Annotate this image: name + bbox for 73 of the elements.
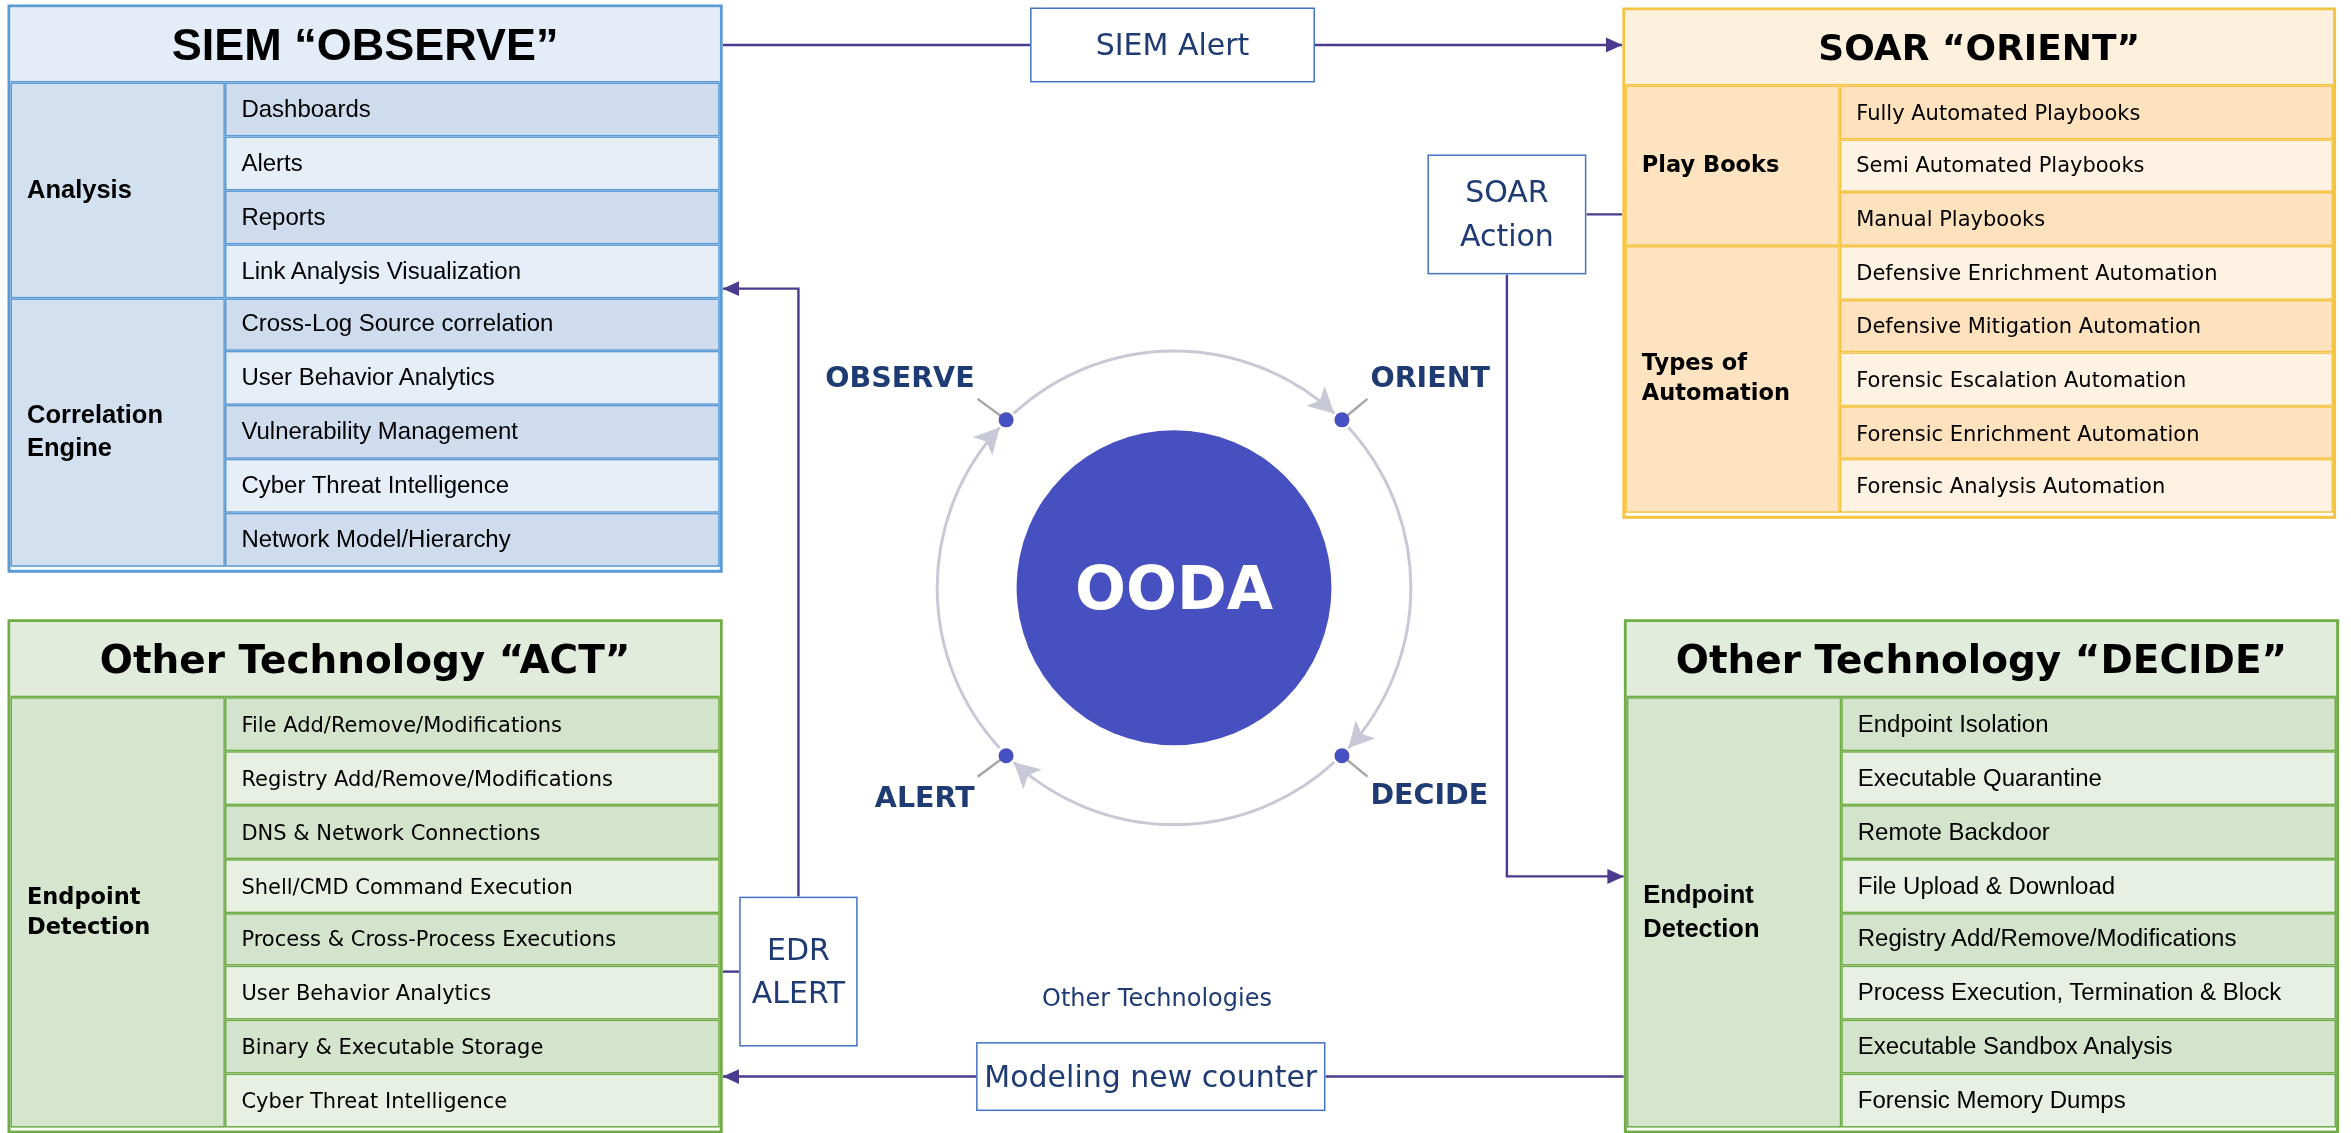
table-cell: Cyber Threat Intelligence — [224, 1073, 720, 1128]
panel-title: Other Technology “ACT” — [10, 622, 720, 698]
cycle-arrow — [1012, 349, 1336, 415]
leader-line — [976, 758, 1002, 778]
panel-title: Other Technology “DECIDE” — [1626, 622, 2337, 698]
table-cell: Forensic Escalation Automation — [1839, 352, 2334, 406]
label-box: EDR ALERT — [739, 896, 858, 1047]
table-cell: Process & Cross-Process Executions — [224, 912, 720, 967]
table-cell: Link Analysis Visualization — [224, 243, 720, 298]
table-cell: Forensic Analysis Automation — [1839, 459, 2334, 513]
table-cell: Executable Quarantine — [1841, 751, 2337, 805]
table-cell: User Behavior Analytics — [224, 351, 720, 406]
cycle-arrow — [1347, 426, 1413, 749]
table-cell: Analysis — [10, 82, 225, 298]
table-cell: DNS & Network Connections — [224, 804, 720, 859]
leader-line — [1346, 759, 1369, 778]
note-text: Other Technologies — [1042, 983, 1272, 1013]
arrow — [722, 281, 800, 897]
table-cell: Remote Backdoor — [1841, 804, 2337, 859]
table-cell: Forensic Memory Dumps — [1841, 1073, 2337, 1128]
table-cell: Alerts — [224, 136, 720, 191]
cycle-arrow — [935, 426, 1001, 749]
table-cell: Defensive Mitigation Automation — [1839, 299, 2334, 353]
table-panel — [7, 4, 723, 573]
table-cell: Fully Automated Playbooks — [1839, 85, 2334, 139]
table-cell: User Behavior Analytics — [224, 966, 720, 1020]
leader-line — [1346, 397, 1369, 417]
table-panel — [1623, 619, 2340, 1133]
table-cell: Semi Automated Playbooks — [1839, 138, 2334, 193]
table-cell: Registry Add/Remove/Modifications — [1841, 912, 2337, 967]
panel-title: SIEM “OBSERVE” — [10, 7, 720, 83]
table-cell: Endpoint Detection — [1626, 697, 1842, 1128]
table-cell: Play Books — [1625, 85, 1840, 246]
table-cell: Correlation Engine — [10, 297, 225, 567]
table-panel — [7, 619, 723, 1133]
label-box: SOAR Action — [1427, 154, 1587, 275]
table-cell: Cross-Log Source correlation — [224, 297, 720, 352]
table-cell: Vulnerability Management — [224, 405, 720, 460]
panel-title: SOAR “ORIENT” — [1625, 10, 2334, 86]
table-cell: Executable Sandbox Analysis — [1841, 1019, 2337, 1074]
table-cell: Defensive Enrichment Automation — [1839, 245, 2334, 300]
table-cell: Endpoint Isolation — [1841, 697, 2337, 751]
table-cell: Endpoint Detection — [10, 697, 225, 1128]
phase-label: ALERT — [818, 779, 975, 819]
table-cell: Process Execution, Termination & Block — [1841, 966, 2337, 1020]
table-cell: Shell/CMD Command Execution — [224, 858, 720, 913]
cycle-arrow — [1012, 761, 1336, 826]
center-circle: OODA — [1016, 430, 1332, 746]
arrow — [722, 1069, 977, 1085]
table-cell: Types of Automation — [1625, 245, 1840, 513]
table-cell: Manual Playbooks — [1839, 192, 2334, 246]
table-cell: Dashboards — [224, 82, 720, 137]
phase-label: DECIDE — [1370, 776, 1521, 816]
ring-dot — [1334, 412, 1350, 428]
table-cell: Forensic Enrichment Automation — [1839, 405, 2334, 460]
leader-line — [976, 397, 1002, 417]
ring-dot — [1334, 747, 1350, 763]
phase-label: OBSERVE — [818, 359, 975, 399]
table-cell: File Upload & Download — [1841, 858, 2337, 913]
ring-dot — [999, 412, 1014, 428]
arrow — [1505, 274, 1624, 884]
table-cell: Network Model/Hierarchy — [224, 512, 720, 567]
table-panel — [1622, 7, 2337, 519]
arrow — [1314, 37, 1623, 53]
table-cell: Registry Add/Remove/Modifications — [224, 751, 720, 805]
table-cell: Binary & Executable Storage — [224, 1019, 720, 1074]
label-box: SIEM Alert — [1030, 7, 1315, 83]
phase-label: ORIENT — [1370, 359, 1521, 399]
table-cell: Cyber Threat Intelligence — [224, 459, 720, 513]
label-box: Modeling new counter — [976, 1042, 1326, 1112]
table-cell: File Add/Remove/Modifications — [224, 697, 720, 751]
ring-dot — [999, 747, 1014, 763]
table-cell: Reports — [224, 190, 720, 244]
